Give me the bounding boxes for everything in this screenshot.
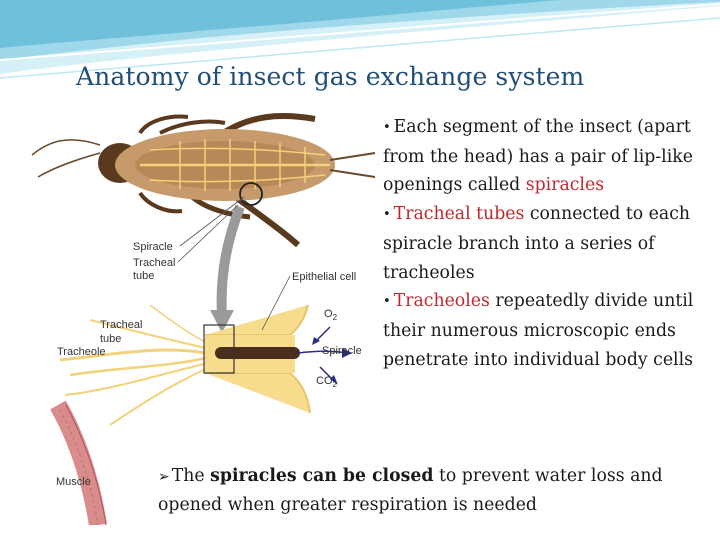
term-tracheal-tubes: Tracheal tubes bbox=[393, 204, 525, 225]
tracheole-label: Tracheole bbox=[57, 346, 106, 358]
co2-label: CO2 bbox=[316, 375, 338, 389]
spiracle-label-detail: Spiracle bbox=[322, 345, 362, 357]
muscle-label: Muscle bbox=[56, 476, 91, 488]
header-wave-decoration bbox=[0, 0, 720, 79]
spiracle-closing-note: ➢The spiracles can be closed to prevent … bbox=[158, 462, 698, 519]
bullet-tracheoles: •Tracheoles repeatedly divide until thei… bbox=[383, 287, 703, 374]
term-tracheoles: Tracheoles bbox=[393, 291, 490, 312]
tracheal-tube-label-mid-line-2: tube bbox=[100, 333, 121, 345]
tracheal-tube-label-line-2: tube bbox=[133, 270, 154, 282]
tracheal-tube-label-mid-line-1: Tracheal bbox=[100, 319, 142, 331]
bullet-marker: • bbox=[383, 120, 391, 135]
bullet-marker: • bbox=[383, 207, 391, 223]
bullet-marker: • bbox=[383, 294, 391, 310]
note-text-end: to prevent water loss and opened when gr… bbox=[158, 466, 663, 515]
epithelial-cell-label: Epithelial cell bbox=[292, 271, 356, 283]
muscle-fiber bbox=[50, 400, 107, 525]
note-emphasis: spiracles can be closed bbox=[210, 466, 434, 486]
bullet-text: repeatedly divide until their numerous m… bbox=[383, 291, 694, 370]
note-text-start: The bbox=[171, 466, 211, 486]
bullet-tracheal-tubes: •Tracheal tubes connected to each spirac… bbox=[383, 200, 703, 287]
bullet-spiracles: •Each segment of the insect (apart from … bbox=[383, 113, 703, 200]
bullet-list: •Each segment of the insect (apart from … bbox=[383, 113, 703, 374]
term-spiracles: spiracles bbox=[525, 175, 605, 196]
bullet-text: Each segment of the insect (apart from t… bbox=[383, 117, 693, 196]
tracheal-detail bbox=[59, 304, 352, 426]
slide-title: Anatomy of insect gas exchange system bbox=[76, 62, 585, 91]
spiracle-label: Spiracle bbox=[133, 241, 173, 253]
insect-anatomy-illustration: Spiracle Tracheal tube Epithelial cell T… bbox=[31, 113, 376, 525]
arrow-bullet-icon: ➢ bbox=[158, 469, 170, 485]
bullet-text: connected to each spiracle branch into a… bbox=[383, 204, 691, 283]
cricket-illustration bbox=[31, 113, 376, 248]
tracheal-tube-label-line-1: Tracheal bbox=[133, 257, 175, 269]
o2-label: O2 bbox=[324, 308, 338, 322]
